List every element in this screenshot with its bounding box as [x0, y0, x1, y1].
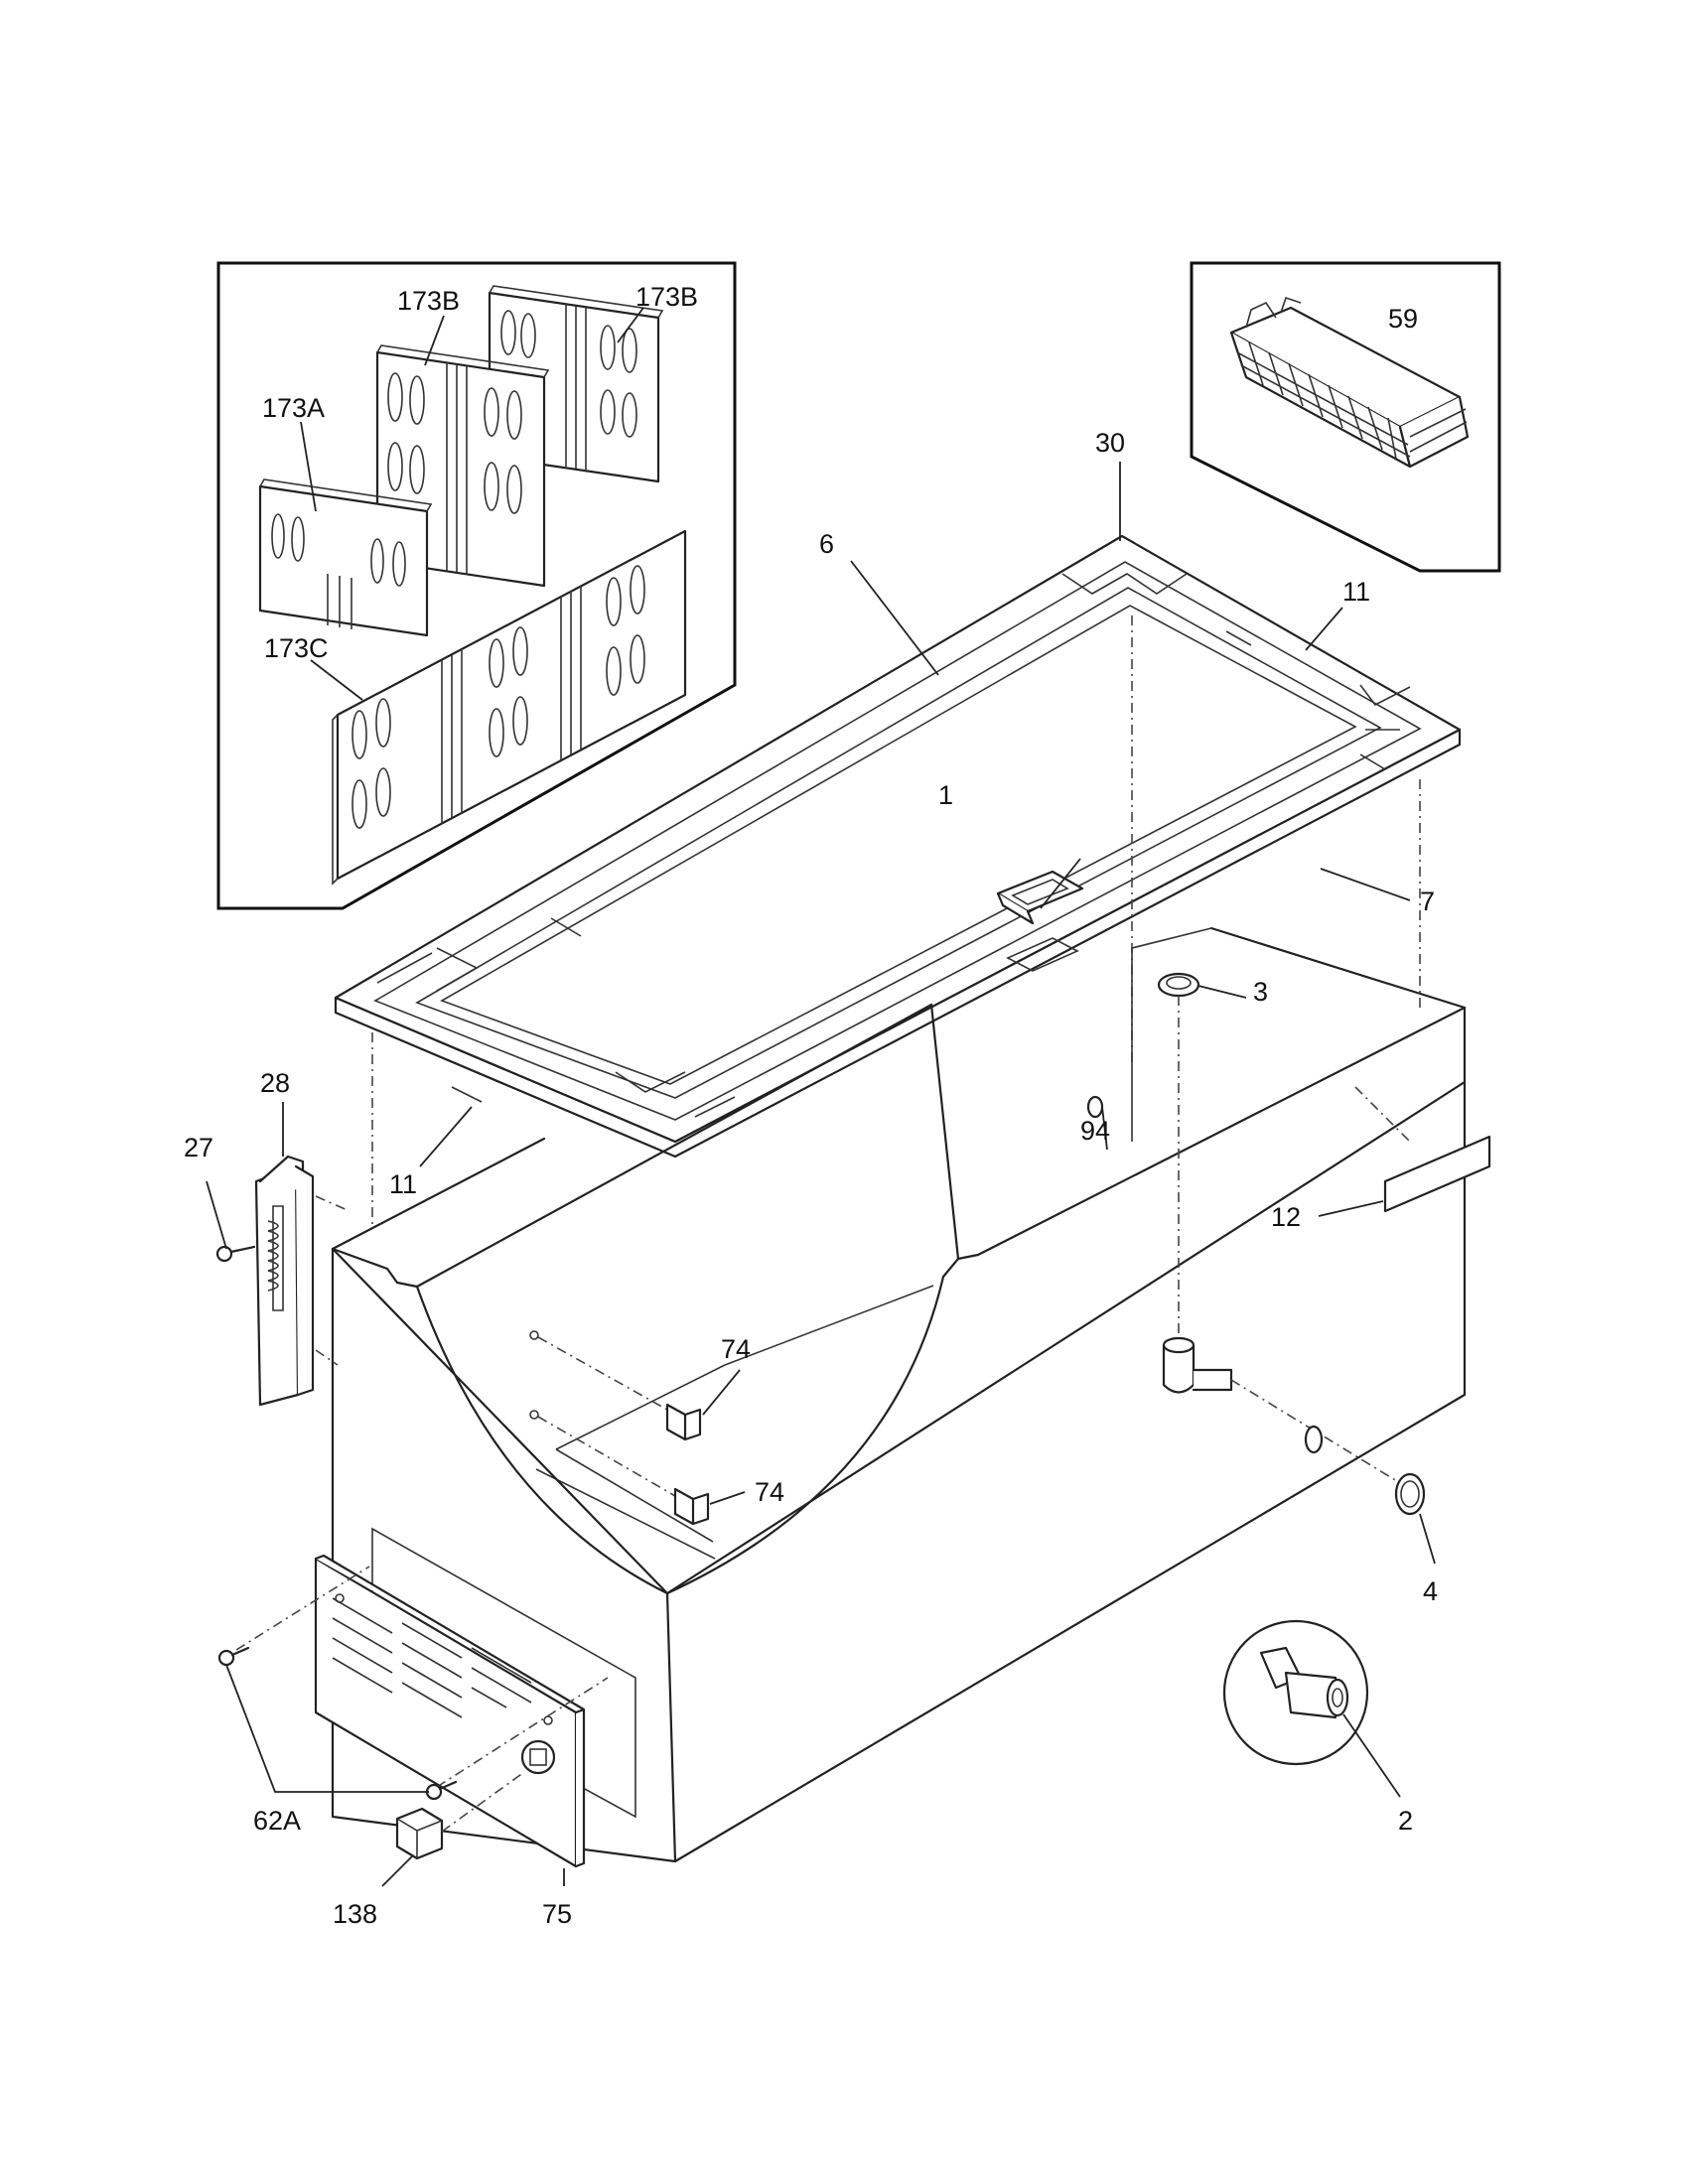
label-27: 27 — [184, 1133, 213, 1162]
label-7: 7 — [1420, 887, 1435, 916]
basket-inset — [1190, 261, 1501, 573]
label-28: 28 — [260, 1068, 290, 1098]
label-75: 75 — [542, 1899, 572, 1929]
grille-assembly — [217, 1554, 609, 1868]
label-74-upper: 74 — [721, 1334, 751, 1364]
divider-173c — [332, 529, 687, 886]
callout-labels: 173B 173B 173A 173C 59 30 6 11 1 7 3 94 … — [184, 282, 1438, 1929]
divider-173a — [258, 478, 433, 637]
label-11-bottom: 11 — [389, 1169, 417, 1199]
basket — [1229, 296, 1470, 469]
label-173a: 173A — [262, 393, 325, 423]
divider-clips — [529, 1330, 710, 1526]
sealing-strip — [1354, 1086, 1491, 1213]
drain-assembly — [1086, 972, 1426, 1766]
lid-assembly — [334, 534, 1462, 1226]
label-173c: 173C — [264, 633, 329, 663]
label-2: 2 — [1398, 1806, 1413, 1836]
label-59: 59 — [1388, 304, 1418, 334]
label-1: 1 — [938, 780, 953, 810]
callout-leaders — [206, 462, 1436, 1887]
label-3: 3 — [1253, 977, 1268, 1007]
divider-inset — [216, 261, 737, 910]
label-30: 30 — [1095, 428, 1125, 458]
label-138: 138 — [333, 1899, 377, 1929]
label-6: 6 — [819, 529, 834, 559]
label-94: 94 — [1080, 1116, 1110, 1146]
label-74-lower: 74 — [755, 1477, 784, 1507]
label-173b-right: 173B — [635, 282, 698, 312]
cabinet-body — [331, 926, 1467, 1863]
label-12: 12 — [1271, 1202, 1301, 1232]
label-173b-left: 173B — [397, 286, 460, 316]
label-4: 4 — [1423, 1576, 1438, 1606]
label-62a: 62A — [253, 1806, 301, 1836]
label-11-top: 11 — [1342, 577, 1370, 607]
hinge-assembly — [215, 1155, 351, 1407]
